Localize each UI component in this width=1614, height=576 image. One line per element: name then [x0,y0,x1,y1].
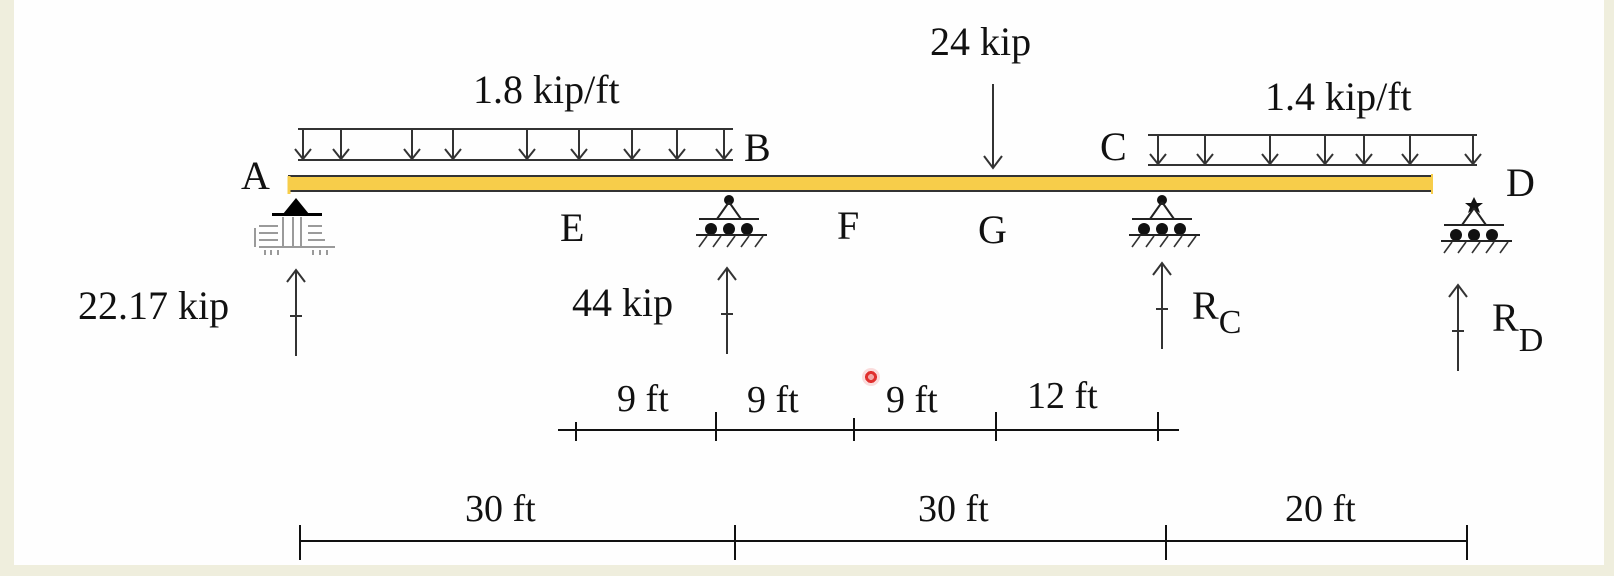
reaction-a-label: 22.17 kip [78,283,230,328]
udl-right-icon [1148,134,1482,166]
beam [287,174,1433,194]
reaction-arrow-icon [286,268,306,356]
point-label-b: B [744,125,771,170]
pin-support-icon [254,198,335,255]
point-label-e: E [560,205,585,250]
udl-right-label: 1.4 kip/ft [1265,74,1412,119]
dim-upper-4: 12 ft [1027,375,1098,417]
dim-upper-3: 9 ft [886,379,938,421]
point-label-a: A [241,153,270,198]
reaction-arrow-icon [1448,283,1468,371]
roller-support-icon [1129,195,1200,248]
dim-lower-2: 30 ft [918,488,989,530]
reaction-arrow-icon [717,266,737,354]
dim-lower-1: 30 ft [465,488,536,530]
roller-support-icon [1441,197,1512,254]
diagram-panel [14,0,1604,565]
udl-left-icon [294,128,733,161]
dimension-line-lower [299,525,1468,560]
point-label-c: C [1100,124,1127,169]
point-label-d: D [1506,160,1535,205]
point-load-arrow-icon [983,84,1003,170]
dimension-line-upper [558,412,1179,441]
dim-upper-1: 9 ft [617,378,669,420]
point-label-f: F [837,203,860,248]
reaction-d-label: RD [1492,295,1544,359]
reaction-b-label: 44 kip [572,280,674,325]
roller-support-icon [696,195,767,248]
udl-left-label: 1.8 kip/ft [473,67,620,112]
dim-lower-3: 20 ft [1285,488,1356,530]
point-label-g: G [978,207,1007,252]
reaction-arrow-icon [1152,261,1172,349]
dim-upper-2: 9 ft [747,379,799,421]
point-load-label: 24 kip [930,19,1032,64]
reaction-c-label: RC [1192,283,1242,341]
cursor-indicator-icon [862,368,880,386]
